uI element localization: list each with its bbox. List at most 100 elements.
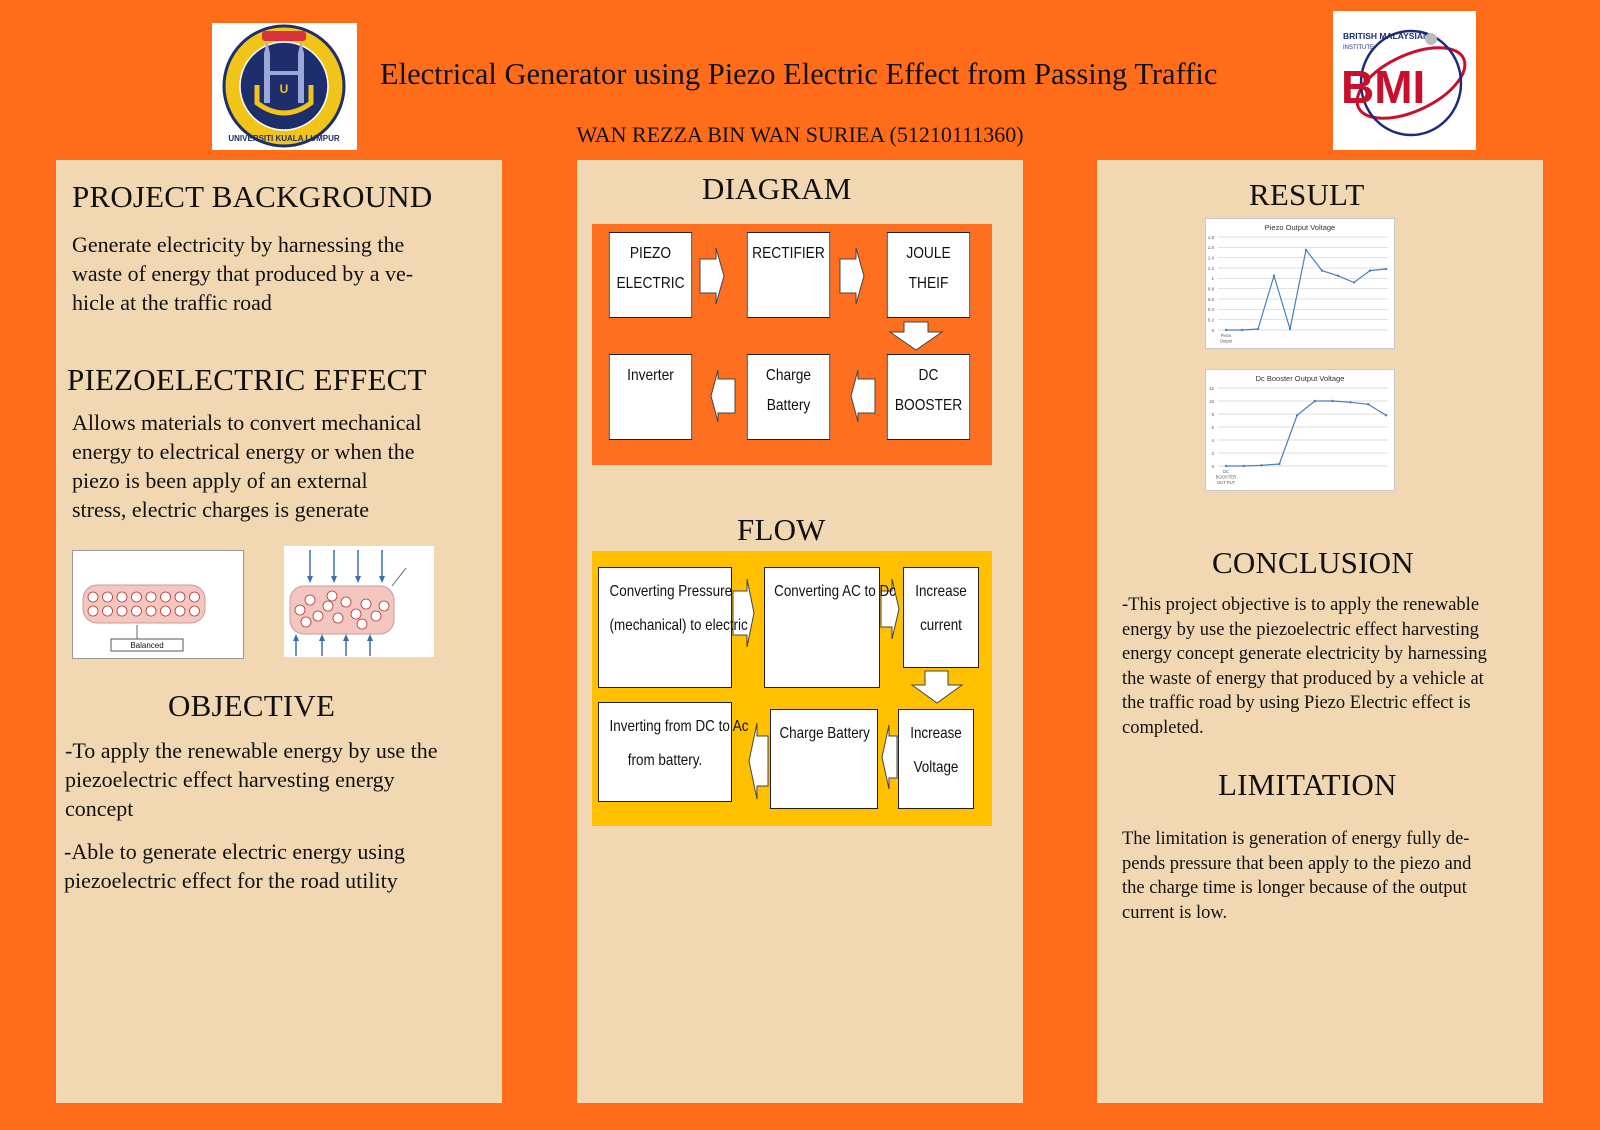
charge-dot bbox=[87, 605, 99, 617]
svg-text:BRITISH MALAYSIAN: BRITISH MALAYSIAN bbox=[1343, 31, 1429, 41]
effect-line: piezo is been apply of an external bbox=[72, 468, 368, 493]
university-logo: 2002 UNIVERSITI KUALA LUMPUR U bbox=[212, 23, 357, 150]
flow-box-charge-battery: Charge Battery bbox=[770, 709, 878, 809]
y-tick-label: 10 bbox=[1209, 399, 1215, 404]
charge-dot bbox=[312, 610, 324, 622]
charge-dot bbox=[174, 605, 186, 617]
diagram-arrows bbox=[699, 247, 944, 423]
arrowhead bbox=[343, 634, 349, 641]
charge-dot bbox=[131, 605, 142, 617]
data-point bbox=[1367, 403, 1370, 406]
data-point bbox=[1272, 274, 1276, 277]
charge-dot bbox=[160, 591, 171, 603]
svg-text:U: U bbox=[280, 82, 289, 96]
arrowhead bbox=[293, 634, 299, 641]
charge-dot bbox=[145, 591, 157, 603]
author-line: WAN REZZA BIN WAN SURIEA (51210111360) bbox=[576, 122, 1024, 147]
y-tick-label: 1.8 bbox=[1208, 235, 1215, 240]
objective-line: concept bbox=[65, 796, 134, 821]
charge-dot bbox=[332, 612, 344, 624]
conclusion-line: energy by use the piezoelectric effect h… bbox=[1122, 619, 1479, 640]
objective-line: -To apply the renewable energy by use th… bbox=[65, 738, 438, 763]
charge-dot bbox=[189, 605, 200, 617]
y-tick-label: 0.4 bbox=[1208, 307, 1215, 312]
piezo-output-chart-svg: Piezo Output Voltage00.20.40.60.811.21.4… bbox=[1208, 223, 1388, 344]
charge-dot bbox=[340, 596, 352, 608]
arrowhead bbox=[355, 576, 361, 583]
y-tick-label: 1.6 bbox=[1208, 245, 1215, 250]
project-background-heading: PROJECT BACKGROUND bbox=[72, 179, 433, 214]
data-point bbox=[1260, 464, 1263, 467]
x-axis-label: DC bbox=[1223, 469, 1229, 474]
x-axis-label: Piezo bbox=[1221, 333, 1232, 338]
charge-dot bbox=[102, 591, 113, 603]
chart-title: Dc Booster Output Voltage bbox=[1256, 374, 1345, 383]
arrowhead bbox=[331, 576, 337, 583]
university-seal-icon: 2002 UNIVERSITI KUALA LUMPUR U bbox=[222, 24, 346, 148]
data-point bbox=[1224, 328, 1228, 332]
charge-dot bbox=[131, 591, 142, 603]
arrowhead bbox=[367, 634, 373, 641]
data-point bbox=[1224, 464, 1228, 468]
charge-dot bbox=[378, 600, 390, 612]
charge-dot bbox=[145, 605, 157, 617]
charge-dot bbox=[300, 616, 312, 628]
chart-title: Piezo Output Voltage bbox=[1265, 223, 1335, 232]
charge-dot bbox=[189, 591, 200, 603]
charge-dot bbox=[370, 610, 382, 622]
arrowhead bbox=[319, 634, 325, 641]
flow-box-pressure: Converting Pressure(mechanical) to elect… bbox=[598, 567, 748, 688]
charge-dot bbox=[294, 604, 306, 616]
y-tick-label: 6 bbox=[1211, 425, 1214, 430]
arrowhead bbox=[307, 576, 313, 583]
limitation-text: The limitation is generation of energy f… bbox=[1122, 827, 1542, 925]
conclusion-line: -This project objective is to apply the … bbox=[1122, 595, 1480, 615]
stressed-crystal-icon bbox=[289, 550, 407, 656]
x-axis-label: OUT PUT bbox=[1217, 480, 1236, 485]
y-tick-label: 0.6 bbox=[1208, 297, 1215, 302]
limitation-line: pends pressure that been apply to the pi… bbox=[1122, 853, 1472, 874]
limitation-line: the charge time is longer because of the… bbox=[1122, 878, 1467, 898]
poster-title: Electrical Generator using Piezo Electri… bbox=[380, 57, 1218, 91]
x-axis-label: Output bbox=[1220, 339, 1233, 344]
data-point bbox=[1320, 269, 1324, 272]
result-heading: RESULT bbox=[1249, 177, 1365, 212]
charge-dot bbox=[356, 618, 368, 630]
background-line: waste of energy that produced by a ve- bbox=[72, 261, 414, 286]
data-point bbox=[1384, 267, 1388, 271]
data-point bbox=[1304, 248, 1308, 252]
limitation-line: The limitation is generation of energy f… bbox=[1122, 829, 1470, 849]
background-line: Generate electricity by harnessing the bbox=[72, 232, 405, 257]
charge-dot bbox=[87, 591, 99, 603]
data-point bbox=[1313, 399, 1317, 403]
limitation-line: current is low. bbox=[1122, 902, 1228, 923]
flow-arrows bbox=[732, 578, 964, 800]
data-point bbox=[1336, 274, 1340, 277]
conclusion-heading: CONCLUSION bbox=[1212, 545, 1414, 580]
flow-diagram: Converting Pressure(mechanical) to elect… bbox=[592, 551, 992, 826]
diagram-heading: DIAGRAM bbox=[702, 171, 852, 206]
stressed-crystal-image bbox=[284, 546, 434, 657]
svg-text:2002: 2002 bbox=[276, 44, 292, 51]
objective-line: piezoelectric effect for the road utilit… bbox=[64, 868, 398, 893]
charge-dot bbox=[360, 598, 372, 610]
y-tick-label: 8 bbox=[1211, 412, 1214, 417]
series-line bbox=[1226, 248, 1387, 331]
diagram-box-inverter: Inverter bbox=[608, 354, 693, 440]
effect-text: Allows materials to convert mechanical e… bbox=[72, 408, 497, 524]
limitation-heading: LIMITATION bbox=[1218, 767, 1397, 802]
left-panel: PROJECT BACKGROUND Generate electricity … bbox=[56, 160, 502, 1103]
y-tick-label: 0 bbox=[1211, 464, 1214, 469]
y-tick-label: 2 bbox=[1211, 451, 1214, 456]
charge-dot bbox=[116, 605, 128, 617]
data-point bbox=[1352, 281, 1356, 284]
